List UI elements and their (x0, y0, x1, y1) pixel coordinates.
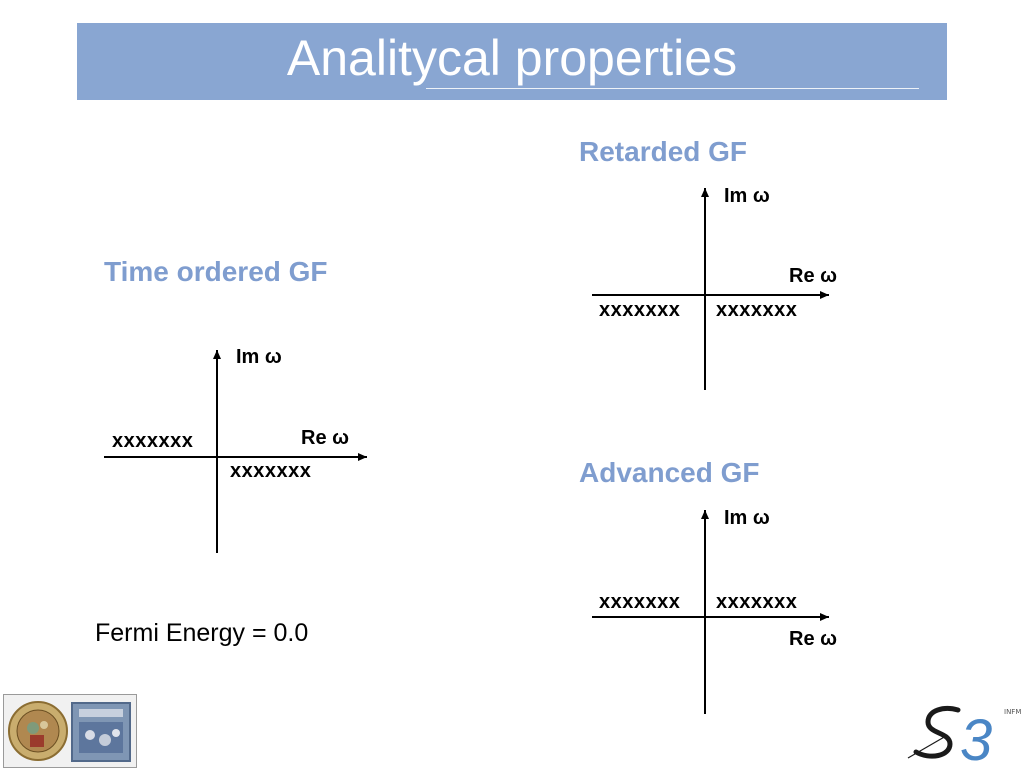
retarded-heading: Retarded GF (579, 136, 748, 167)
fermi-energy-text: Fermi Energy = 0.0 (95, 619, 309, 647)
retarded-re-label: Re ω (789, 265, 838, 287)
retarded-axes (592, 188, 829, 390)
time-ordered-im-label: Im ω (236, 346, 282, 368)
time-ordered-upper-poles: xxxxxxx (112, 430, 194, 452)
title-underline (426, 88, 919, 89)
seal-icon (4, 695, 136, 767)
retarded-right-poles: xxxxxxx (716, 299, 798, 321)
s3-logo-three: 3 (960, 708, 992, 766)
advanced-axes (592, 510, 829, 714)
advanced-re-label: Re ω (789, 628, 838, 650)
slide-title: Analitycal properties (286, 30, 738, 86)
time-ordered-axes (104, 350, 367, 553)
s3-logo: 3 (907, 706, 992, 766)
retarded-left-poles: xxxxxxx (599, 299, 681, 321)
s3-logo-swoosh (907, 735, 947, 759)
title-bar: Analitycal properties (77, 23, 947, 100)
advanced-right-poles: xxxxxxx (716, 591, 798, 613)
s3-logo-s-mark (913, 706, 961, 759)
advanced-im-label: Im ω (724, 507, 770, 529)
university-seal-logo (3, 694, 137, 768)
time-ordered-re-label: Re ω (301, 427, 350, 449)
retarded-im-label: Im ω (724, 185, 770, 207)
time-ordered-heading: Time ordered GF (104, 256, 328, 287)
time-ordered-lower-poles: xxxxxxx (230, 460, 312, 482)
infm-label: INFM (1004, 708, 1022, 716)
advanced-left-poles: xxxxxxx (599, 591, 681, 613)
advanced-heading: Advanced GF (579, 457, 760, 488)
